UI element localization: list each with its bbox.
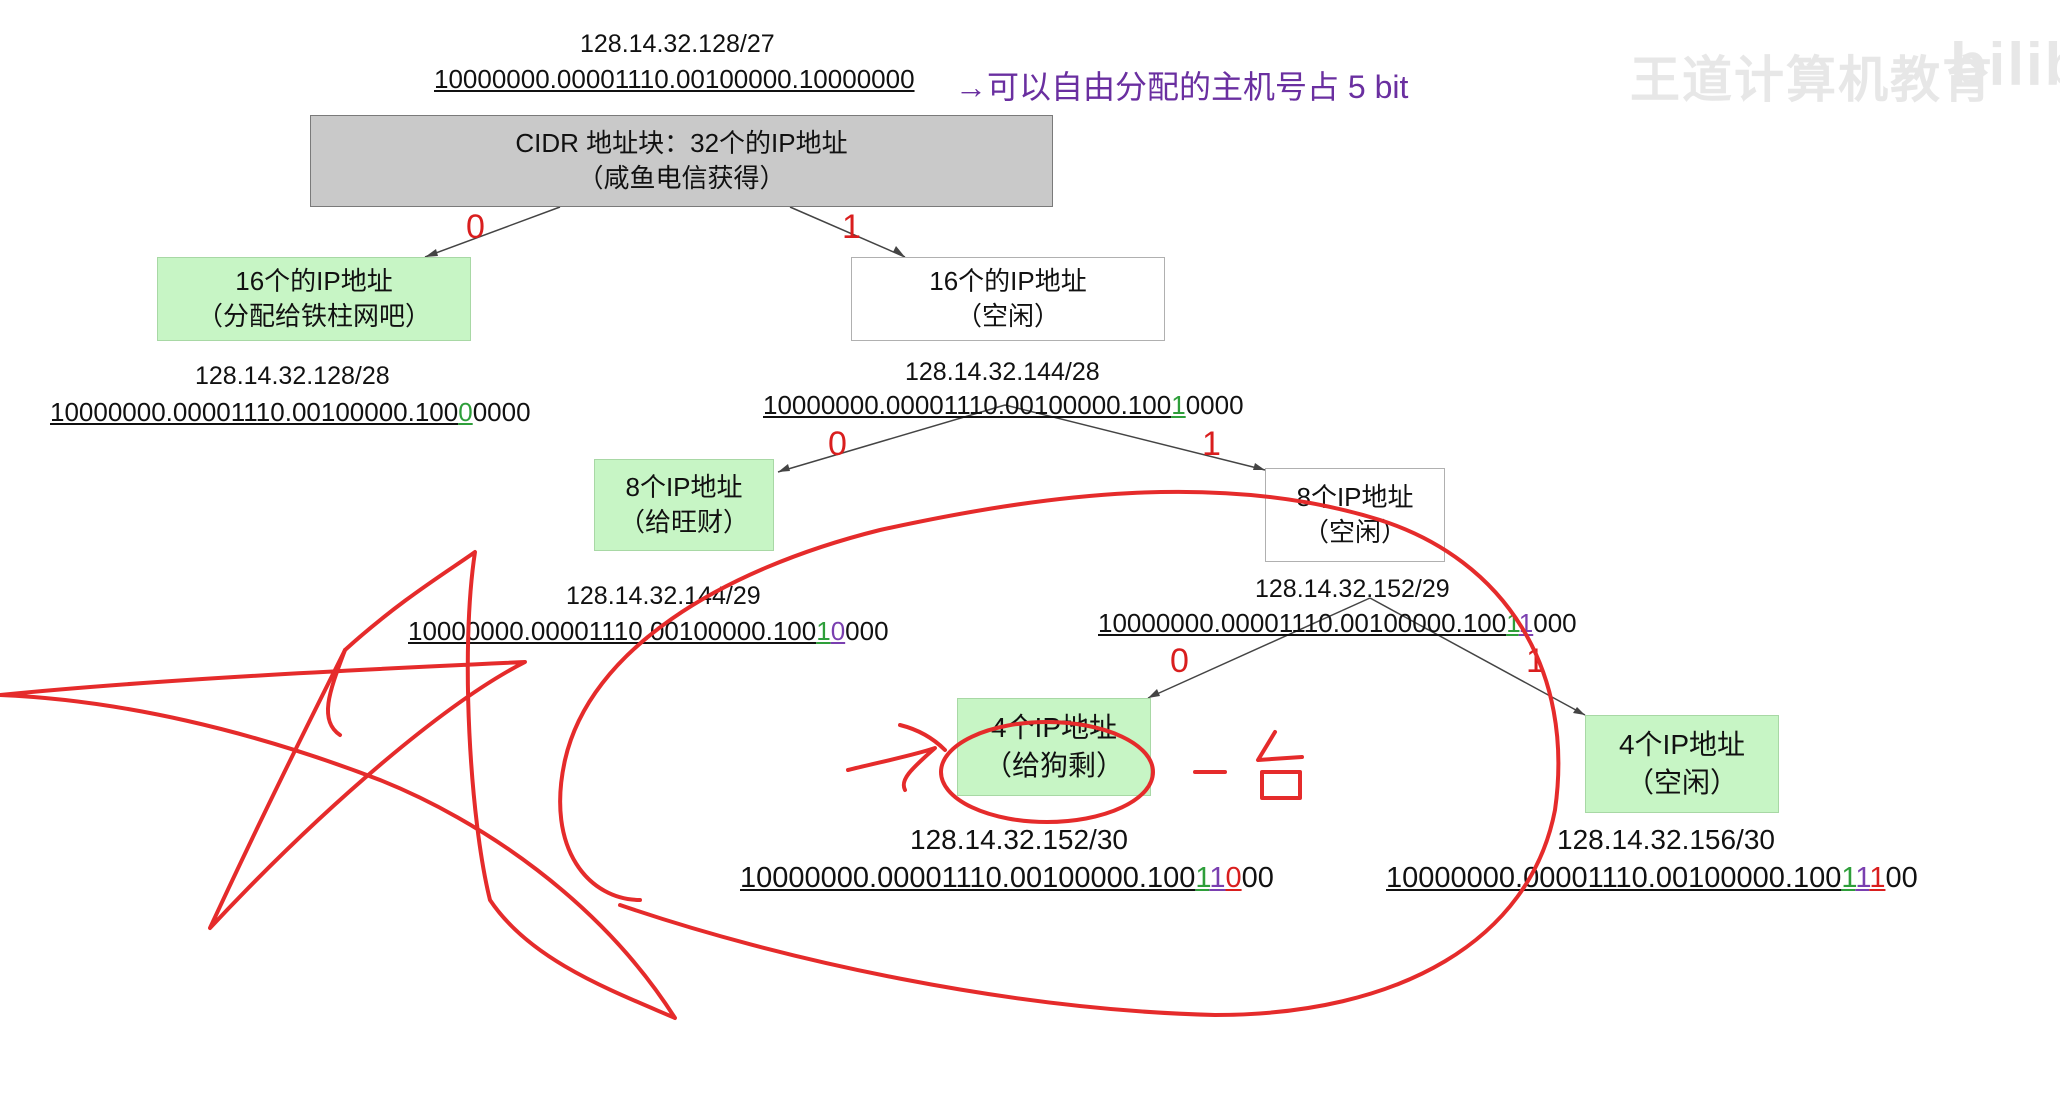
subnet-16-right-binary: 10000000.00001110.00100000.10010000 <box>763 390 1244 421</box>
subnet-16-right-binary-split-bit: 1 <box>1171 390 1186 420</box>
root-host-bits-note: →可以自由分配的主机号占 5 bit <box>955 69 1409 105</box>
edge-label-29-1: 1 <box>1526 642 1545 680</box>
subnet-8-right-title: 8个IP地址 <box>1296 481 1414 512</box>
subnet-8-left-binary-bit-2: 0 <box>830 616 846 646</box>
watermark-logo: bilibili <box>1950 31 2060 98</box>
edge-label-28-1: 1 <box>1202 425 1221 463</box>
subnet-8-right-box: 8个IP地址 （空闲） <box>1265 468 1445 562</box>
hand-drawn-arrow <box>846 746 937 792</box>
edge-label-28-0: 0 <box>828 425 847 463</box>
subnet-4-right-binary-bit-1: 1 <box>1841 862 1856 894</box>
subnet-16-right-binary-prefix: 10000000.00001110.00100000.100 <box>763 390 1172 420</box>
subnet-4-right-binary-bit-3: 1 <box>1869 862 1886 894</box>
subnet-4-right-box: 4个IP地址 （空闲） <box>1585 715 1779 813</box>
subnet-4-right-address: 128.14.32.156/30 <box>1557 824 1775 855</box>
hand-drawn-circle <box>939 720 1155 824</box>
subnet-16-left-binary: 10000000.00001110.00100000.10000000 <box>50 397 531 428</box>
subnet-4-left-address: 128.14.32.152/30 <box>910 824 1128 855</box>
root-cidr-address: 128.14.32.128/27 <box>580 30 775 58</box>
subnet-4-left-binary-bit-2: 1 <box>1209 862 1226 894</box>
subnet-4-left-binary-host: 00 <box>1241 862 1274 894</box>
subnet-4-right-title: 4个IP地址 <box>1618 729 1746 761</box>
subnet-8-left-owner: （给旺财） <box>618 507 749 537</box>
root-binary-address: 10000000.00001110.00100000.10000000 <box>434 64 915 95</box>
subnet-8-left-binary-prefix: 10000000.00001110.00100000.100 <box>408 616 817 646</box>
subnet-16-right-box: 16个的IP地址 （空闲） <box>851 257 1165 341</box>
subnet-8-right-binary: 10000000.00001110.00100000.10011000 <box>1098 608 1577 639</box>
root-box-title: CIDR 地址块：32个的IP地址 <box>515 127 848 158</box>
subnet-8-right-binary-prefix: 10000000.00001110.00100000.100 <box>1098 608 1507 638</box>
subnet-8-left-title: 8个IP地址 <box>625 471 743 502</box>
subnet-4-right-binary-bit-2: 1 <box>1855 862 1870 894</box>
subnet-4-left-binary: 10000000.00001110.00100000.10011000 <box>740 862 1274 895</box>
edge-label-29-0: 0 <box>1170 642 1189 680</box>
subnet-4-right-binary-prefix: 10000000.00001110.00100000.100 <box>1386 862 1842 894</box>
edge-label-root-0: 0 <box>466 208 485 246</box>
hand-drawn-star-inner <box>325 648 347 737</box>
subnet-4-left-binary-bit-3: 0 <box>1225 862 1242 894</box>
subnet-16-right-address: 128.14.32.144/28 <box>905 358 1100 386</box>
subnet-8-left-binary: 10000000.00001110.00100000.10010000 <box>408 616 889 647</box>
subnet-16-left-binary-host: 0000 <box>472 397 531 427</box>
edge-label-root-1: 1 <box>842 208 861 246</box>
subnet-16-left-box: 16个的IP地址 （分配给铁柱网吧） <box>157 257 471 341</box>
subnet-16-left-binary-prefix: 10000000.00001110.00100000.100 <box>50 397 459 427</box>
subnet-4-left-owner: （给狗剩） <box>983 750 1124 781</box>
subnet-16-left-title: 16个的IP地址 <box>235 265 393 296</box>
subnet-8-left-binary-bit-1: 1 <box>816 616 831 646</box>
hand-drawn-star <box>0 550 677 1020</box>
subnet-16-left-address: 128.14.32.128/28 <box>195 362 390 390</box>
subnet-16-left-binary-split-bit: 0 <box>458 397 473 427</box>
subnet-16-right-title: 16个的IP地址 <box>929 265 1087 296</box>
subnet-8-right-binary-host: 000 <box>1533 608 1577 638</box>
subnet-16-left-owner: （分配给铁柱网吧） <box>196 301 431 331</box>
subnet-4-left-box: 4个IP地址 （给狗剩） <box>957 698 1151 796</box>
hand-drawn-ellipse <box>558 489 1561 1017</box>
root-box-owner: （咸鱼电信获得） <box>577 163 786 193</box>
subnet-8-left-box: 8个IP地址 （给旺财） <box>594 459 774 551</box>
root-binary-text: 10000000.00001110.00100000.10000000 <box>434 64 915 94</box>
subnet-4-left-binary-prefix: 10000000.00001110.00100000.100 <box>740 862 1196 894</box>
subnet-4-right-binary-host: 00 <box>1885 862 1918 894</box>
subnet-16-right-binary-host: 0000 <box>1185 390 1244 420</box>
root-cidr-block-box: CIDR 地址块：32个的IP地址 （咸鱼电信获得） <box>310 115 1053 207</box>
subnet-4-right-status: （空闲） <box>1625 767 1738 798</box>
watermark: 王道计算机教育 <box>1630 52 1994 108</box>
subnet-16-right-status: （空闲） <box>955 301 1060 331</box>
subnet-4-right-binary: 10000000.00001110.00100000.10011100 <box>1386 862 1918 895</box>
subnet-8-right-address: 128.14.32.152/29 <box>1255 575 1450 603</box>
subnet-4-left-binary-bit-1: 1 <box>1195 862 1210 894</box>
subnet-8-left-binary-host: 000 <box>845 616 889 646</box>
